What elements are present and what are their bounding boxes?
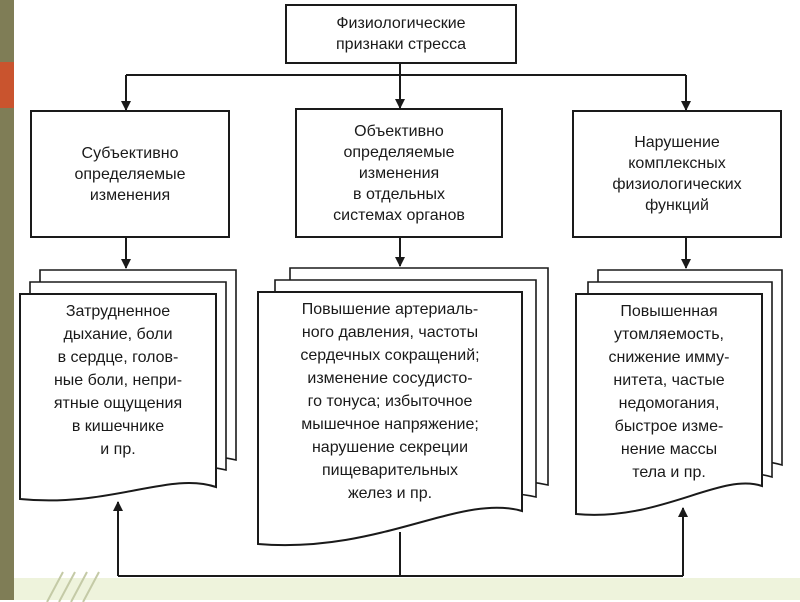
category-box-complex: Нарушение комплексных физиологических фу… — [572, 110, 782, 238]
doc-sheet-left — [19, 293, 217, 502]
bottom-decor-band — [14, 571, 800, 602]
middle-connectors — [121, 238, 691, 269]
doc-sheet-right — [575, 293, 763, 516]
left-decor-strip — [0, 0, 14, 600]
top-connectors — [121, 62, 691, 111]
detail-text-subjective: Затрудненное дыхание, боли в сердце, гол… — [53, 303, 183, 458]
root-box: Физиологические признаки стресса — [285, 4, 517, 64]
doc-sheet-middle — [257, 291, 523, 547]
detail-text-objective: Повышение артериаль- ного давления, част… — [300, 301, 480, 502]
detail-text-complex: Повышенная утомляемость, снижение имму- … — [608, 303, 730, 481]
category-box-objective: Объективно определяемые изменения в отде… — [295, 108, 503, 238]
feedback-loop — [113, 501, 688, 577]
left-accent-block — [0, 62, 14, 108]
category-box-subjective: Субъективно определяемые изменения — [30, 110, 230, 238]
